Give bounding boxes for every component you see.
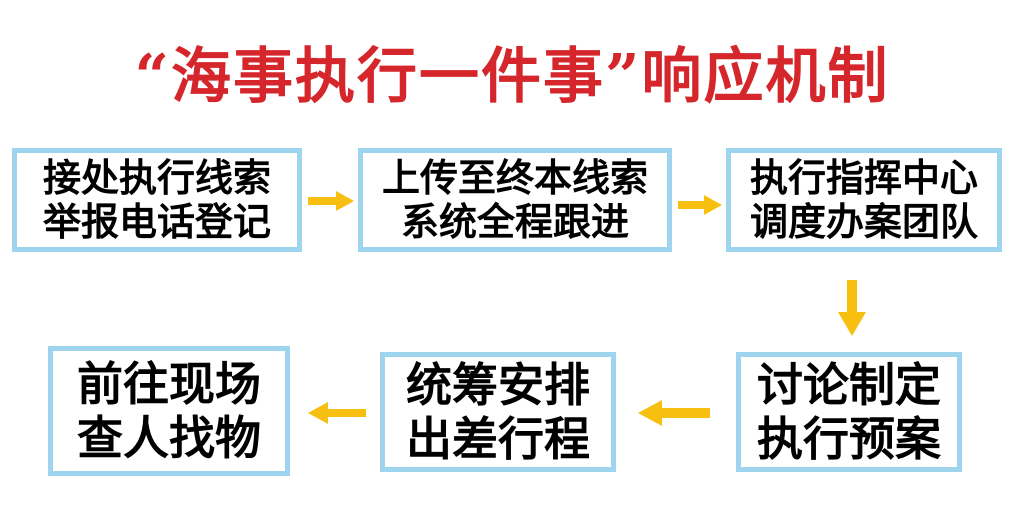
arrow-left-icon xyxy=(308,402,366,424)
step-5-line-2: 出差行程 xyxy=(406,412,590,466)
step-2-box: 上传至终本线索 系统全程跟进 xyxy=(358,148,672,252)
step-2-line-2: 系统全程跟进 xyxy=(400,200,629,244)
step-1-line-1: 接处执行线索 xyxy=(42,156,271,200)
step-1-line-2: 举报电话登记 xyxy=(42,200,271,244)
step-6-box: 前往现场 查人找物 xyxy=(48,346,290,476)
step-5-line-1: 统筹安排 xyxy=(406,358,590,412)
step-4-line-1: 讨论制定 xyxy=(757,358,941,412)
arrow-left-icon xyxy=(638,400,710,426)
diagram-title: “海事执行一件事”响应机制 xyxy=(134,42,890,112)
step-5-box: 统筹安排 出差行程 xyxy=(380,352,616,472)
arrow-down-icon xyxy=(838,280,866,336)
step-3-line-1: 执行指挥中心 xyxy=(749,156,978,200)
step-1-box: 接处执行线索 举报电话登记 xyxy=(12,148,302,252)
arrow-right-icon xyxy=(308,191,354,211)
arrow-right-icon xyxy=(678,195,722,215)
step-4-box: 讨论制定 执行预案 xyxy=(736,352,962,472)
step-6-line-1: 前往现场 xyxy=(77,357,261,411)
step-3-line-2: 调度办案团队 xyxy=(749,200,978,244)
step-4-line-2: 执行预案 xyxy=(757,412,941,466)
step-6-line-2: 查人找物 xyxy=(77,411,261,465)
step-3-box: 执行指挥中心 调度办案团队 xyxy=(726,148,1002,252)
step-2-line-1: 上传至终本线索 xyxy=(381,156,648,200)
